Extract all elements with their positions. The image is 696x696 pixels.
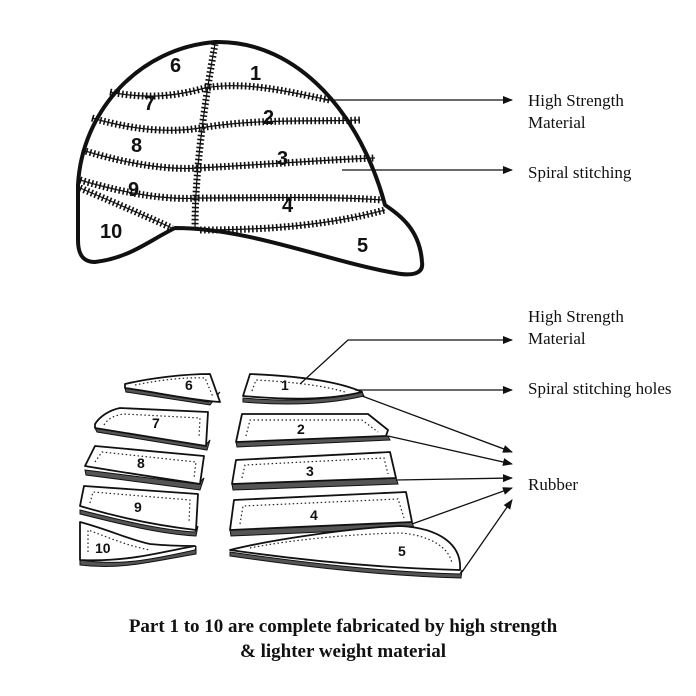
- exploded-label-1: 1: [281, 377, 289, 393]
- helmet-part-2: 2: [263, 107, 274, 129]
- label-spiral-stitching-holes: Spiral stitching holes: [528, 379, 672, 398]
- exploded-part-2: 2: [235, 413, 391, 448]
- exploded-part-4: 4: [229, 491, 415, 537]
- helmet-outline: [76, 39, 425, 277]
- exploded-label-5: 5: [398, 543, 406, 559]
- label-high-strength-line2: Material: [528, 113, 586, 132]
- exploded-part-5: 5: [229, 525, 463, 579]
- exploded-part-1: 1: [242, 373, 365, 405]
- helmet-part-3: 3: [277, 148, 288, 170]
- label-high-strength-line1: High Strength: [528, 91, 624, 110]
- exploded-label-10: 10: [95, 540, 111, 556]
- exploded-label-9: 9: [134, 499, 142, 515]
- helmet-part-8: 8: [131, 135, 142, 157]
- helmet-part-6: 6: [170, 55, 181, 77]
- exploded-label-2: 2: [297, 421, 305, 437]
- helmet-part-9: 9: [128, 179, 139, 201]
- helmet-seams: [78, 43, 386, 234]
- exploded-label-4: 4: [310, 507, 318, 523]
- exploded-label-3: 3: [306, 463, 314, 479]
- exploded-part-8: 8: [84, 445, 205, 491]
- exploded-label-8: 8: [137, 455, 145, 471]
- exploded-part-3: 3: [231, 451, 399, 491]
- label-rubber: Rubber: [528, 475, 578, 494]
- exploded-part-9: 9: [79, 485, 199, 537]
- assembled-helmet: 1 2 3 4 5 6 7 8 9 10: [76, 39, 425, 277]
- helmet-part-5: 5: [357, 235, 368, 257]
- helmet-part-7: 7: [144, 93, 155, 115]
- rubber-arrows: [361, 395, 513, 573]
- label-bottom-high-strength-line1: High Strength: [528, 307, 624, 326]
- exploded-part-7: 7: [94, 407, 211, 451]
- helmet-part-4: 4: [282, 195, 294, 217]
- helmet-part-1: 1: [250, 63, 261, 85]
- arrow-high-strength-bottom: [299, 336, 513, 385]
- label-bottom-high-strength-line2: Material: [528, 329, 586, 348]
- label-spiral-stitching: Spiral stitching: [528, 163, 632, 182]
- helmet-part-10: 10: [100, 221, 122, 243]
- exploded-part-10: 10: [79, 521, 197, 568]
- caption-line1: Part 1 to 10 are complete fabricated by …: [129, 616, 558, 637]
- exploded-parts: 6 7 8 9 10: [79, 373, 463, 579]
- exploded-part-6: 6: [124, 373, 221, 406]
- exploded-label-7: 7: [152, 415, 160, 431]
- caption-line2: & lighter weight material: [240, 641, 446, 662]
- exploded-label-6: 6: [185, 377, 193, 393]
